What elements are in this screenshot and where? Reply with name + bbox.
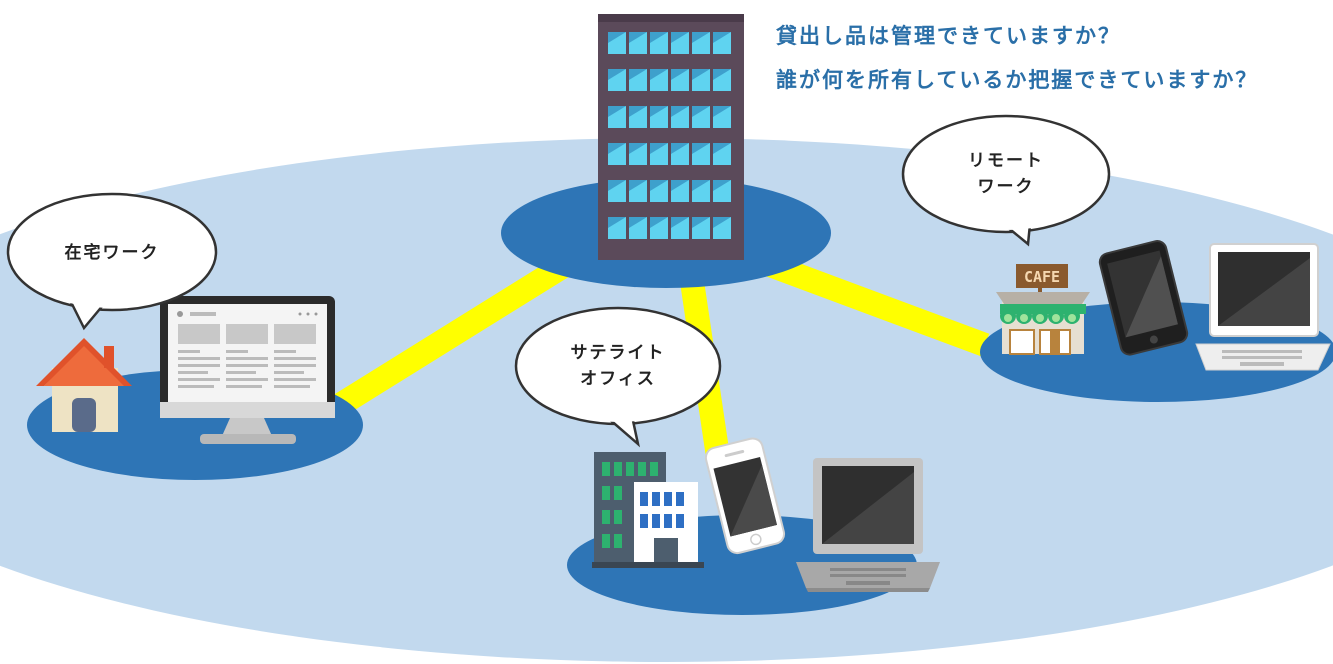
satellite-bubble-line1: サテライト <box>570 343 666 363</box>
tower-window-shade <box>671 143 689 154</box>
tower-window-shade <box>650 180 668 191</box>
remote-laptop-icon <box>1195 243 1331 371</box>
home-bubble-text: 在宅ワーク <box>64 243 160 263</box>
desktop-monitor-icon <box>160 296 335 444</box>
tower-window-shade <box>713 106 731 117</box>
tower-window-shade <box>629 32 647 43</box>
tower-window-shade <box>692 69 710 80</box>
tower-window-shade <box>713 32 731 43</box>
tower-window-shade <box>629 69 647 80</box>
tower-window-shade <box>629 143 647 154</box>
speech-bubble-satellite <box>514 306 722 448</box>
cafe-sign-text: CAFE <box>1024 268 1060 286</box>
line-to-home <box>333 251 577 416</box>
remote-bubble-line2: ワーク <box>977 177 1035 197</box>
headline-question-2: 誰が何を所有しているか把握できていますか？ <box>776 68 1259 92</box>
headline-question-1: 貸出し品は管理できていますか？ <box>776 24 1121 48</box>
tower-window-shade <box>608 69 626 80</box>
hq-building-icon <box>598 14 744 260</box>
tower-window-shade <box>650 217 668 228</box>
speech-bubble-remote <box>901 114 1111 247</box>
tower-window-shade <box>650 143 668 154</box>
tower-window-shade <box>671 106 689 117</box>
house-icon <box>36 338 132 432</box>
tower-window-shade <box>692 180 710 191</box>
line-to-remote <box>765 253 990 357</box>
tower-window-shade <box>629 180 647 191</box>
tower-window-shade <box>671 180 689 191</box>
tower-window-shade <box>608 180 626 191</box>
speech-bubble-home <box>6 192 218 331</box>
home-bubble-label: 在宅ワーク <box>12 240 212 266</box>
remote-bubble-line1: リモート <box>968 151 1044 171</box>
satellite-bubble-line2: オフィス <box>580 369 656 389</box>
tower-window-shade <box>650 106 668 117</box>
tower-window-shade <box>713 143 731 154</box>
tower-window-shade <box>650 69 668 80</box>
tower-window-shade <box>671 69 689 80</box>
tower-window-shade <box>608 217 626 228</box>
tower-window-shade <box>671 32 689 43</box>
tower-window-shade <box>713 180 731 191</box>
tower-window-shade <box>608 32 626 43</box>
tower-window-shade <box>692 106 710 117</box>
satellite-bubble-label: サテライト オフィス <box>518 340 718 392</box>
smartphone-icon <box>704 437 786 555</box>
tower-window-shade <box>713 69 731 80</box>
tower-window-shade <box>608 106 626 117</box>
tower-window-shade <box>608 143 626 154</box>
tower-window-shade <box>671 217 689 228</box>
tower-window-shade <box>692 143 710 154</box>
remote-bubble-label: リモート ワーク <box>906 148 1106 200</box>
satellite-laptop-icon <box>796 458 940 592</box>
tower-window-shade <box>629 217 647 228</box>
tower-window-shade <box>692 217 710 228</box>
tower-window-shade <box>713 217 731 228</box>
tower-window-shade <box>650 32 668 43</box>
cafe-icon: CAFE <box>996 264 1090 355</box>
tablet-icon <box>1098 240 1189 356</box>
satellite-office-building-icon <box>592 452 704 568</box>
tower-window-shade <box>629 106 647 117</box>
tower-window-shade <box>692 32 710 43</box>
